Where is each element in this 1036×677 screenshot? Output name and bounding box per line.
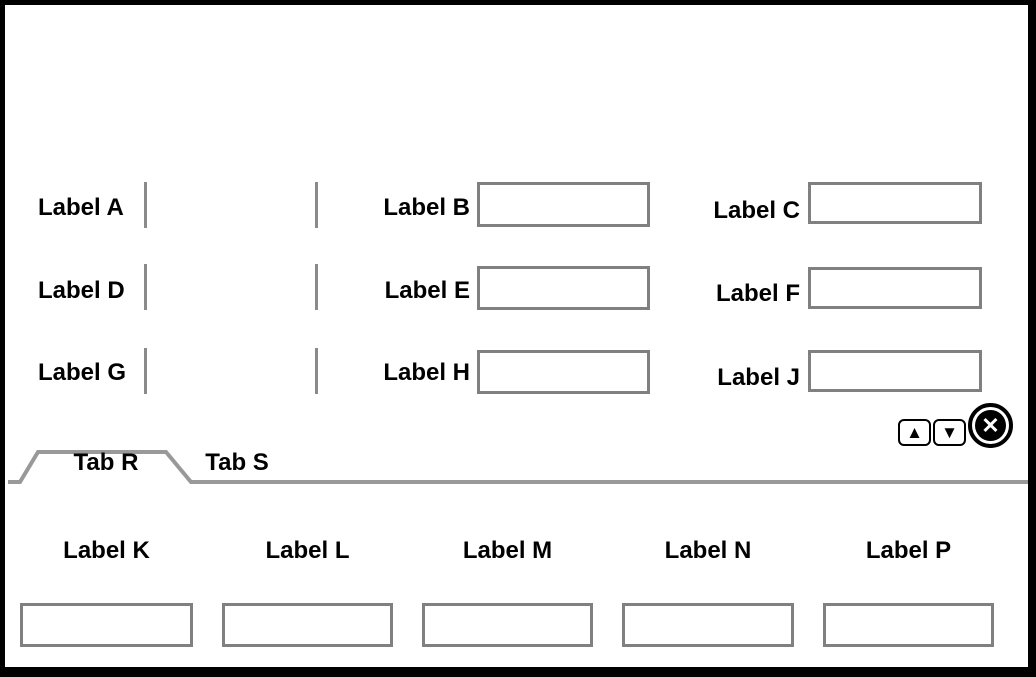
input-l[interactable] bbox=[222, 603, 393, 647]
label-l: Label L bbox=[265, 537, 350, 564]
arrow-down-icon: ▼ bbox=[941, 423, 958, 442]
scroll-down-button[interactable]: ▼ bbox=[933, 419, 966, 446]
label-m: Label M bbox=[462, 537, 553, 564]
input-m[interactable] bbox=[422, 603, 593, 647]
input-k[interactable] bbox=[20, 603, 193, 647]
tab-outline bbox=[8, 450, 1028, 484]
tab-r[interactable]: Tab R bbox=[73, 449, 139, 476]
label-p: Label P bbox=[865, 537, 952, 564]
input-p[interactable] bbox=[823, 603, 994, 647]
scroll-up-button[interactable]: ▲ bbox=[898, 419, 931, 446]
label-g: Label G bbox=[38, 359, 127, 386]
input-b[interactable] bbox=[477, 182, 650, 227]
close-icon: ✕ bbox=[975, 410, 1006, 441]
label-f: Label F bbox=[715, 280, 800, 307]
input-h[interactable] bbox=[477, 350, 650, 394]
label-d: Label D bbox=[38, 277, 125, 304]
input-f[interactable] bbox=[808, 267, 982, 309]
label-n: Label N bbox=[664, 537, 752, 564]
label-k: Label K bbox=[63, 537, 150, 564]
input-c[interactable] bbox=[808, 182, 982, 224]
field-d[interactable] bbox=[144, 264, 318, 310]
field-g[interactable] bbox=[144, 348, 318, 394]
label-j: Label J bbox=[717, 364, 800, 391]
label-b: Label B bbox=[383, 194, 470, 221]
arrow-up-icon: ▲ bbox=[906, 423, 923, 442]
label-h: Label H bbox=[383, 359, 470, 386]
input-e[interactable] bbox=[477, 266, 650, 310]
label-e: Label E bbox=[384, 277, 470, 304]
field-a[interactable] bbox=[144, 182, 318, 228]
tab-s[interactable]: Tab S bbox=[205, 449, 269, 476]
label-a: Label A bbox=[38, 194, 124, 221]
input-j[interactable] bbox=[808, 350, 982, 392]
close-button[interactable]: ✕ bbox=[968, 403, 1013, 448]
input-n[interactable] bbox=[622, 603, 794, 647]
label-c: Label C bbox=[713, 197, 800, 224]
